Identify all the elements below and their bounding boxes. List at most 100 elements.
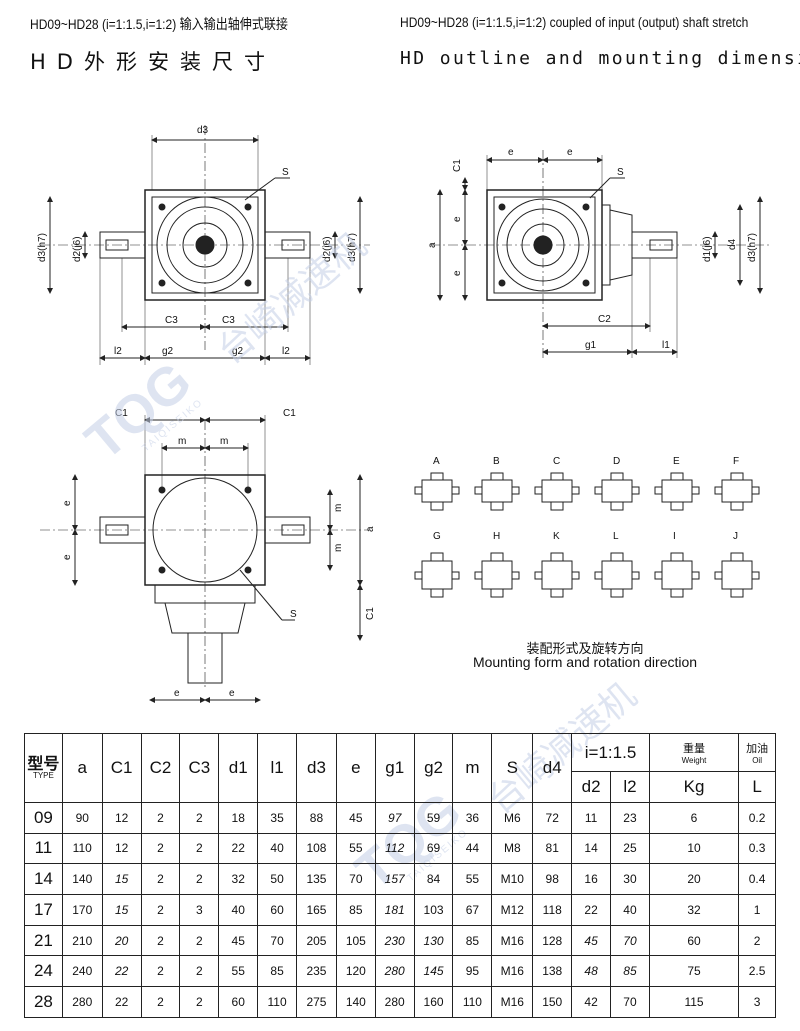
table-cell: 110	[257, 986, 297, 1018]
table-cell: 2	[179, 863, 220, 895]
type-cell: 11	[24, 832, 63, 865]
table-cell: 36	[452, 801, 493, 834]
dim-label-l2: l2	[114, 346, 122, 357]
table-cell: 2	[179, 924, 220, 957]
table-cell: 22	[571, 894, 612, 926]
table-cell: 120	[335, 955, 376, 988]
header-c2: C2	[140, 733, 181, 803]
dim-label-d3h7-tr: d3(h7)	[747, 233, 758, 262]
table-cell: 85	[335, 894, 376, 926]
mount-form-h	[474, 552, 520, 598]
table-cell: 181	[374, 894, 415, 926]
mount-label-b: B	[493, 456, 500, 467]
table-cell: 112	[374, 832, 415, 865]
mount-label-i: I	[673, 531, 676, 542]
dim-label-e-top: e	[508, 147, 514, 158]
weight-cn: 重量	[683, 742, 706, 756]
header-d1: d1	[218, 733, 259, 803]
table-cell: 3	[738, 986, 776, 1018]
header-l2: l2	[610, 771, 650, 803]
dim-label-d2j6-right: d2(j6)	[322, 236, 333, 262]
header-en-title: HD09~HD28 (i=1:1.5,i=1:2) coupled of inp…	[400, 14, 749, 30]
table-cell: 44	[452, 832, 493, 865]
header-oil-unit: L	[738, 771, 776, 803]
table-cell: 157	[374, 863, 415, 895]
mounting-caption-cn: 装配形式及旋转方向	[526, 642, 644, 657]
dim-label-d2j6: d2(j6)	[72, 236, 83, 262]
mount-label-f: F	[733, 456, 739, 467]
table-cell: 2	[140, 924, 181, 957]
table-cell: 1	[738, 894, 776, 926]
header-c1: C1	[101, 733, 142, 803]
table-cell: 81	[532, 832, 573, 865]
table-cell: 230	[374, 924, 415, 957]
table-cell: 2	[140, 894, 181, 926]
dim-label-c2: C2	[598, 314, 611, 325]
table-cell: 128	[532, 924, 573, 957]
table-cell: 70	[610, 924, 650, 957]
table-cell: 2	[140, 832, 181, 865]
drawing-bottom-left	[40, 415, 370, 703]
table-cell: 130	[413, 924, 454, 957]
table-cell: M6	[491, 801, 534, 834]
mount-form-a	[414, 472, 460, 511]
table-cell: 275	[296, 986, 337, 1018]
spec-table: 型号 TYPE a C1 C2 C3 d1 l1 d3 e g1 g2 m S …	[24, 732, 776, 1018]
table-cell: 2	[738, 924, 776, 957]
header-oil: 加油 Oil	[738, 732, 776, 773]
table-cell: 48	[571, 955, 612, 988]
table-cell: 45	[335, 801, 376, 834]
table-cell: 70	[610, 986, 650, 1018]
table-cell: 88	[296, 801, 337, 834]
header-m: m	[452, 733, 493, 803]
table-cell: 103	[413, 894, 454, 926]
table-cell: 2	[140, 863, 181, 895]
dim-label-e-bottom-right: e	[229, 688, 235, 699]
mount-label-l: L	[613, 531, 619, 542]
dim-label-c3-right: C3	[222, 315, 235, 326]
table-cell: 40	[610, 894, 650, 926]
type-label: 型号	[27, 753, 60, 773]
table-cell: 20	[101, 924, 142, 957]
table-cell: 10	[648, 832, 740, 865]
mount-form-b	[474, 472, 520, 511]
table-cell: 2	[140, 986, 181, 1018]
table-cell: 97	[374, 801, 415, 834]
dim-label-d4: d4	[727, 238, 738, 250]
drawing-top-right	[430, 150, 770, 360]
drawing-top-left	[40, 125, 370, 365]
table-cell: 60	[257, 894, 297, 926]
dim-label-a-bl: a	[365, 526, 376, 532]
table-cell: 280	[374, 986, 415, 1018]
type-cell: 21	[24, 924, 63, 957]
table-cell: 2.5	[738, 955, 776, 988]
table-cell: 20	[648, 863, 740, 895]
table-cell: 235	[296, 955, 337, 988]
technical-drawing: d3 d3(h7) d2(j6) d2(j6) d3(h7) S C3 C3 l…	[37, 125, 770, 703]
type-header: 型号 TYPE	[24, 733, 63, 803]
table-cell: 205	[296, 924, 337, 957]
table-header-row: 型号 TYPE a C1 C2 C3 d1 l1 d3 e g1 g2 m S …	[24, 732, 776, 803]
dim-label-m-top: m	[178, 436, 186, 447]
table-cell: 12	[101, 832, 142, 865]
mount-form-l	[594, 552, 640, 598]
header-d3: d3	[296, 733, 337, 803]
dim-label-c3: C3	[165, 315, 178, 326]
table-cell: 60	[648, 924, 740, 957]
table-cell: 85	[452, 924, 493, 957]
mount-form-f	[714, 472, 760, 511]
table-cell: M16	[491, 986, 534, 1018]
table-cell: 150	[532, 986, 573, 1018]
header-s: S	[491, 733, 534, 803]
table-cell: 16	[571, 863, 612, 895]
header-g1: g1	[374, 733, 415, 803]
table-cell: 2	[179, 986, 220, 1018]
mount-label-g: G	[433, 531, 441, 542]
type-cell: 14	[24, 863, 63, 895]
type-cell: 17	[24, 894, 63, 926]
dim-label-m-side: m	[333, 504, 344, 512]
table-cell: 2	[179, 955, 220, 988]
mount-label-j: J	[733, 531, 738, 542]
